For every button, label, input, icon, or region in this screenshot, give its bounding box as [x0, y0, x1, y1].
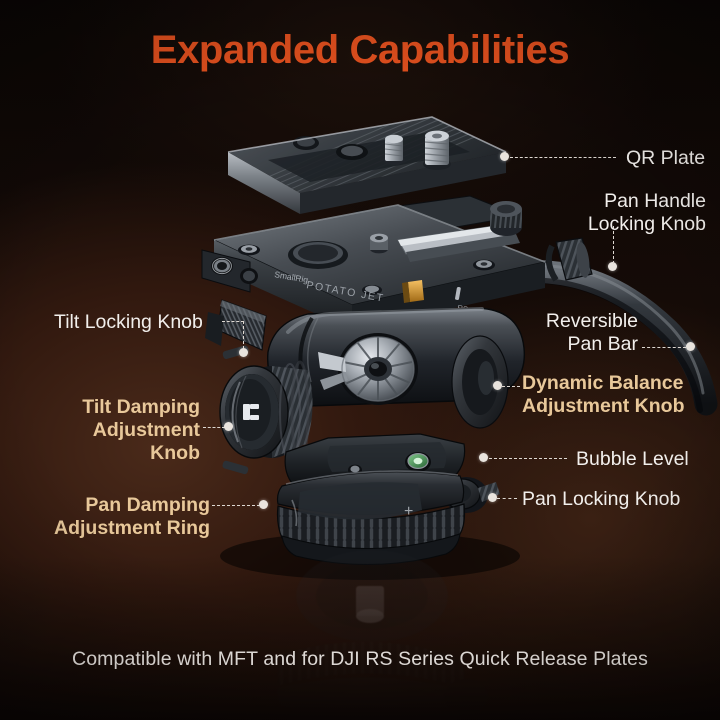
indicator-amber [402, 280, 424, 303]
bubble-level-art [405, 452, 431, 472]
qr-plate-screw [383, 134, 405, 165]
safety-lever-art [397, 223, 520, 262]
callout-tilt-locking-knob: Tilt Locking Knob [54, 311, 203, 333]
callout-dynamic-balance-adjustment-knob: Dynamic Balance Adjustment Knob [522, 372, 685, 417]
footer-caption: Compatible with MFT and for DJI RS Serie… [72, 648, 648, 670]
callout-tilt-damping-adjustment-knob: Tilt Damping Adjustment Knob [82, 396, 200, 464]
pan-handle-locking-knob-art [545, 237, 593, 282]
callout-reversible-pan-bar: Reversible Pan Bar [545, 310, 638, 355]
qr-plate-screw [423, 130, 451, 170]
rear-adjust-knob-art [490, 201, 522, 236]
ring-plus-marking: + [404, 503, 413, 520]
left-port-cluster [201, 249, 258, 293]
pan-damping-adjustment-ring-art: + [276, 470, 466, 566]
callout-bubble-level: Bubble Level [576, 448, 689, 470]
tilt-damping-adjustment-knob-art [219, 345, 313, 475]
callout-pan-damping-adjustment-ring: Pan Damping Adjustment Ring [54, 494, 210, 539]
page-title: Expanded Capabilities [150, 28, 570, 72]
dynamic-balance-adjustment-knob-art [318, 333, 418, 405]
callout-qr-plate: QR Plate [626, 147, 706, 169]
callout-pan-handle-locking-knob: Pan Handle Locking Knob [587, 190, 706, 235]
callout-pan-locking-knob: Pan Locking Knob [522, 488, 681, 510]
tilt-locking-knob-art [205, 299, 267, 351]
qr-plate-art [227, 116, 507, 214]
